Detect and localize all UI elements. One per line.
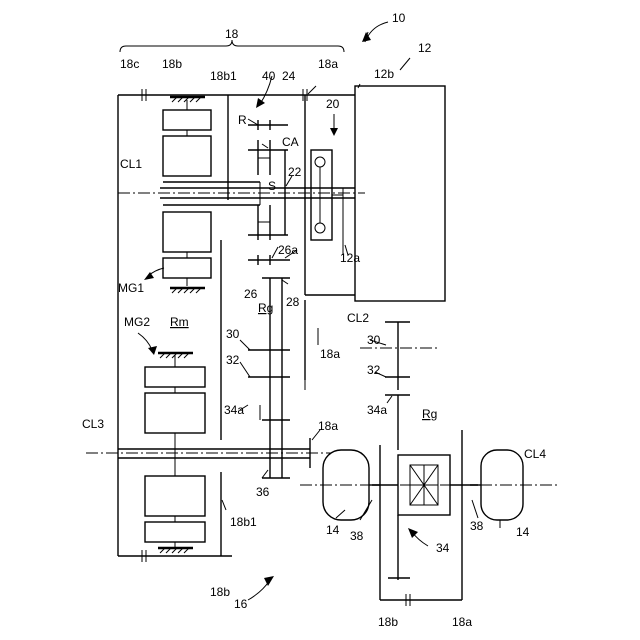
label-12b: 12b [374,67,394,81]
label-20: 20 [326,97,340,111]
label-12a: 12a [340,251,360,265]
label-32-right: 32 [367,363,381,377]
label-18: 18 [225,27,239,41]
label-26a: 26a [278,243,298,257]
engine-block [355,86,445,301]
damper [311,150,332,240]
label-18a-top: 18a [318,57,338,71]
label-30-right: 30 [367,333,381,347]
label-14-right: 14 [516,525,530,539]
label-CA: CA [282,135,299,149]
label-CL2: CL2 [347,311,369,325]
label-rg-upper: Rg [258,301,273,315]
differential [372,430,478,606]
label-CL4: CL4 [524,447,546,461]
label-34: 34 [436,541,450,555]
label-R: R [238,113,247,127]
label-18c: 18c [120,57,139,71]
label-10: 10 [392,11,406,25]
label-18b1-lower: 18b1 [230,515,257,529]
label-18a-lower: 18a [318,419,338,433]
label-34a-left: 34a [224,403,244,417]
label-18a-mid: 18a [320,347,340,361]
label-18b-top: 18b [162,57,182,71]
label-24: 24 [282,69,296,83]
label-MG1: MG1 [118,281,144,295]
label-CL1: CL1 [120,157,142,171]
label-38-right: 38 [470,519,484,533]
brace-18 [120,40,344,52]
label-12: 12 [418,41,432,55]
label-26: 26 [244,287,258,301]
label-16: 16 [234,597,248,611]
label-32-left: 32 [226,353,240,367]
motor-generator-2 [145,355,205,548]
label-38-left: 38 [350,529,364,543]
label-28: 28 [286,295,300,309]
label-CL3: CL3 [82,417,104,431]
label-MG2: MG2 [124,315,150,329]
label-18b-bottom: 18b [210,585,230,599]
label-rm: Rm [170,315,189,329]
label-34a-right: 34a [367,403,387,417]
label-36: 36 [256,485,270,499]
label-22: 22 [288,165,302,179]
label-18a-bottom: 18a [452,615,472,629]
label-30-left: 30 [226,327,240,341]
label-rg-lower: Rg [422,407,437,421]
label-18b-lower: 18b [378,615,398,629]
label-S: S [268,179,276,193]
label-40: 40 [262,69,276,83]
label-18b1-top: 18b1 [210,69,237,83]
mg2-shaft [86,438,330,468]
label-14-left: 14 [326,523,340,537]
